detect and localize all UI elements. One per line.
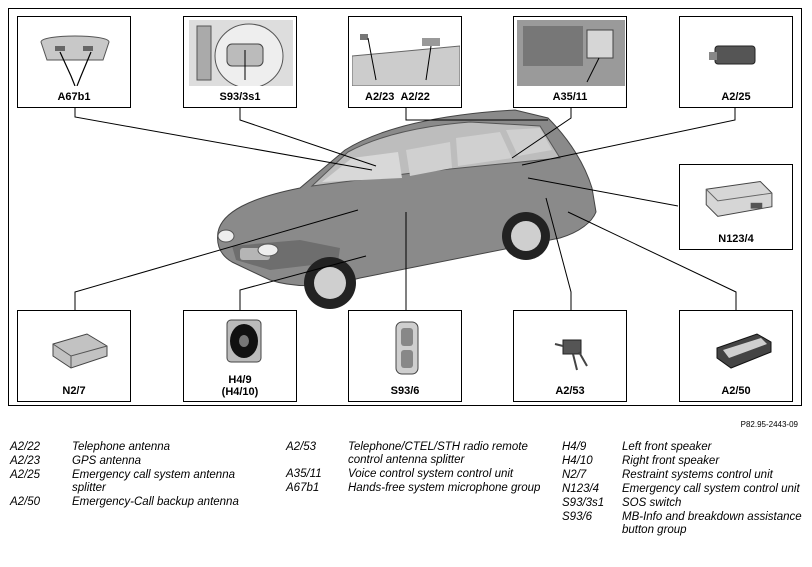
legend-description: Voice control system control unit — [348, 468, 514, 480]
legend-row: H4/9 Left front speaker — [562, 441, 802, 454]
legend-code: A2/50 — [10, 496, 41, 508]
component-box-a67b1: A67b1 — [17, 16, 131, 108]
box-label: A2/50 — [721, 385, 751, 397]
legend-row: A2/53 Telephone/CTEL/STH radio remote con… — [286, 441, 543, 467]
legend-description: Restraint systems control unit — [622, 469, 773, 481]
car-illustration — [217, 109, 597, 309]
component-box-a2-50: A2/50 — [679, 310, 793, 402]
antenna-splitter-icon — [709, 45, 756, 65]
legend-code: S93/3s1 — [562, 497, 605, 509]
box-label: A2/53 — [555, 385, 585, 397]
legend-description: Emergency call system control unit — [622, 483, 800, 495]
component-box-n2-7: N2/7 — [17, 310, 131, 402]
legend-description: Hands-free system microphone group — [348, 482, 541, 494]
legend-code: A35/11 — [286, 468, 322, 480]
legend-row: A35/11 Voice control system control unit — [286, 468, 543, 481]
legend-description: Emergency call system antenna splitter — [72, 469, 235, 494]
microphone-icon — [40, 35, 110, 86]
legend-description: GPS antenna — [72, 455, 142, 467]
box-label: S93/3s1 — [219, 91, 261, 103]
roof-antenna-icon — [352, 34, 460, 86]
legend-code: A2/22 — [10, 441, 41, 453]
legend-row: S93/3s1 SOS switch — [562, 497, 802, 510]
box-label-a2-23: A2/23 — [365, 91, 395, 103]
speaker-icon — [226, 319, 262, 363]
legend-row: H4/10 Right front speaker — [562, 455, 802, 468]
component-box-a2-25: A2/25 — [679, 16, 793, 108]
legend-code: N123/4 — [562, 483, 600, 495]
box-label: A67b1 — [57, 91, 91, 103]
component-box-n123-4: N123/4 — [679, 164, 793, 250]
backup-antenna-icon — [716, 333, 772, 369]
box-label: S93/6 — [390, 385, 420, 397]
legend-description: Emergency-Call backup antenna — [72, 496, 239, 508]
legend-code: N2/7 — [562, 469, 587, 481]
box-label: A2/25 — [721, 91, 751, 103]
legend-description: MB-Info and breakdown assistance button … — [622, 511, 802, 536]
box-label: A2/23 A2/22 — [349, 91, 461, 103]
legend-row: S93/6 MB-Info and breakdown assistance bu… — [562, 511, 802, 537]
leader-lines — [74, 103, 737, 310]
legend-description: Telephone antenna — [72, 441, 171, 453]
legend-description: Telephone/CTEL/STH radio remote control … — [348, 441, 528, 466]
component-box-a35-11: A35/11 — [513, 16, 627, 108]
box-label: A35/11 — [552, 91, 588, 103]
legend-description: Left front speaker — [622, 441, 712, 453]
component-box-s93-3s1: S93/3s1 — [183, 16, 297, 108]
legend-code: A2/25 — [10, 469, 41, 481]
legend-row: N2/7 Restraint systems control unit — [562, 469, 802, 482]
legend-code: A2/53 — [286, 441, 317, 453]
legend-row: A2/50 Emergency-Call backup antenna — [10, 496, 272, 509]
box-label: N2/7 — [62, 385, 86, 397]
legend-code: H4/9 — [562, 441, 587, 453]
legend-row: N123/4 Emergency call system control unit — [562, 483, 802, 496]
box-label-a2-22: A2/22 — [400, 91, 430, 103]
box-label: N123/4 — [718, 233, 754, 245]
button-group-icon — [395, 321, 419, 375]
legend-description: SOS switch — [622, 497, 682, 509]
antenna-splitter-small-icon — [554, 339, 588, 371]
legend-code: A2/23 — [10, 455, 41, 467]
legend-row: A2/25 Emergency call system antenna split… — [10, 469, 272, 495]
box-label-h4-10: (H4/10) — [221, 386, 259, 398]
restraint-control-unit-icon — [52, 333, 108, 369]
component-box-h4-9: H4/9 (H4/10) — [183, 310, 297, 402]
component-box-a2-53: A2/53 — [513, 310, 627, 402]
legend-row: A67b1 Hands-free system microphone group — [286, 482, 543, 495]
control-unit-icon — [517, 20, 625, 86]
component-box-s93-6: S93/6 — [348, 310, 462, 402]
box-label-h4-9: H4/9 — [228, 374, 252, 386]
legend-row: A2/23 GPS antenna — [10, 455, 272, 468]
legend-code: H4/10 — [562, 455, 593, 467]
legend-code: A67b1 — [286, 482, 320, 494]
emergency-control-unit-icon — [705, 181, 773, 217]
component-box-a2-23-a2-22: A2/23 A2/22 — [348, 16, 462, 108]
figure-reference: P82.95-2443-09 — [740, 420, 798, 429]
sos-switch-icon — [189, 20, 293, 86]
box-label: H4/9 (H4/10) — [184, 374, 296, 398]
legend-column-2: A2/53 Telephone/CTEL/STH radio remote con… — [286, 441, 543, 496]
legend-code: S93/6 — [562, 511, 593, 523]
legend-description: Right front speaker — [622, 455, 720, 467]
legend-row: A2/22 Telephone antenna — [10, 441, 272, 454]
